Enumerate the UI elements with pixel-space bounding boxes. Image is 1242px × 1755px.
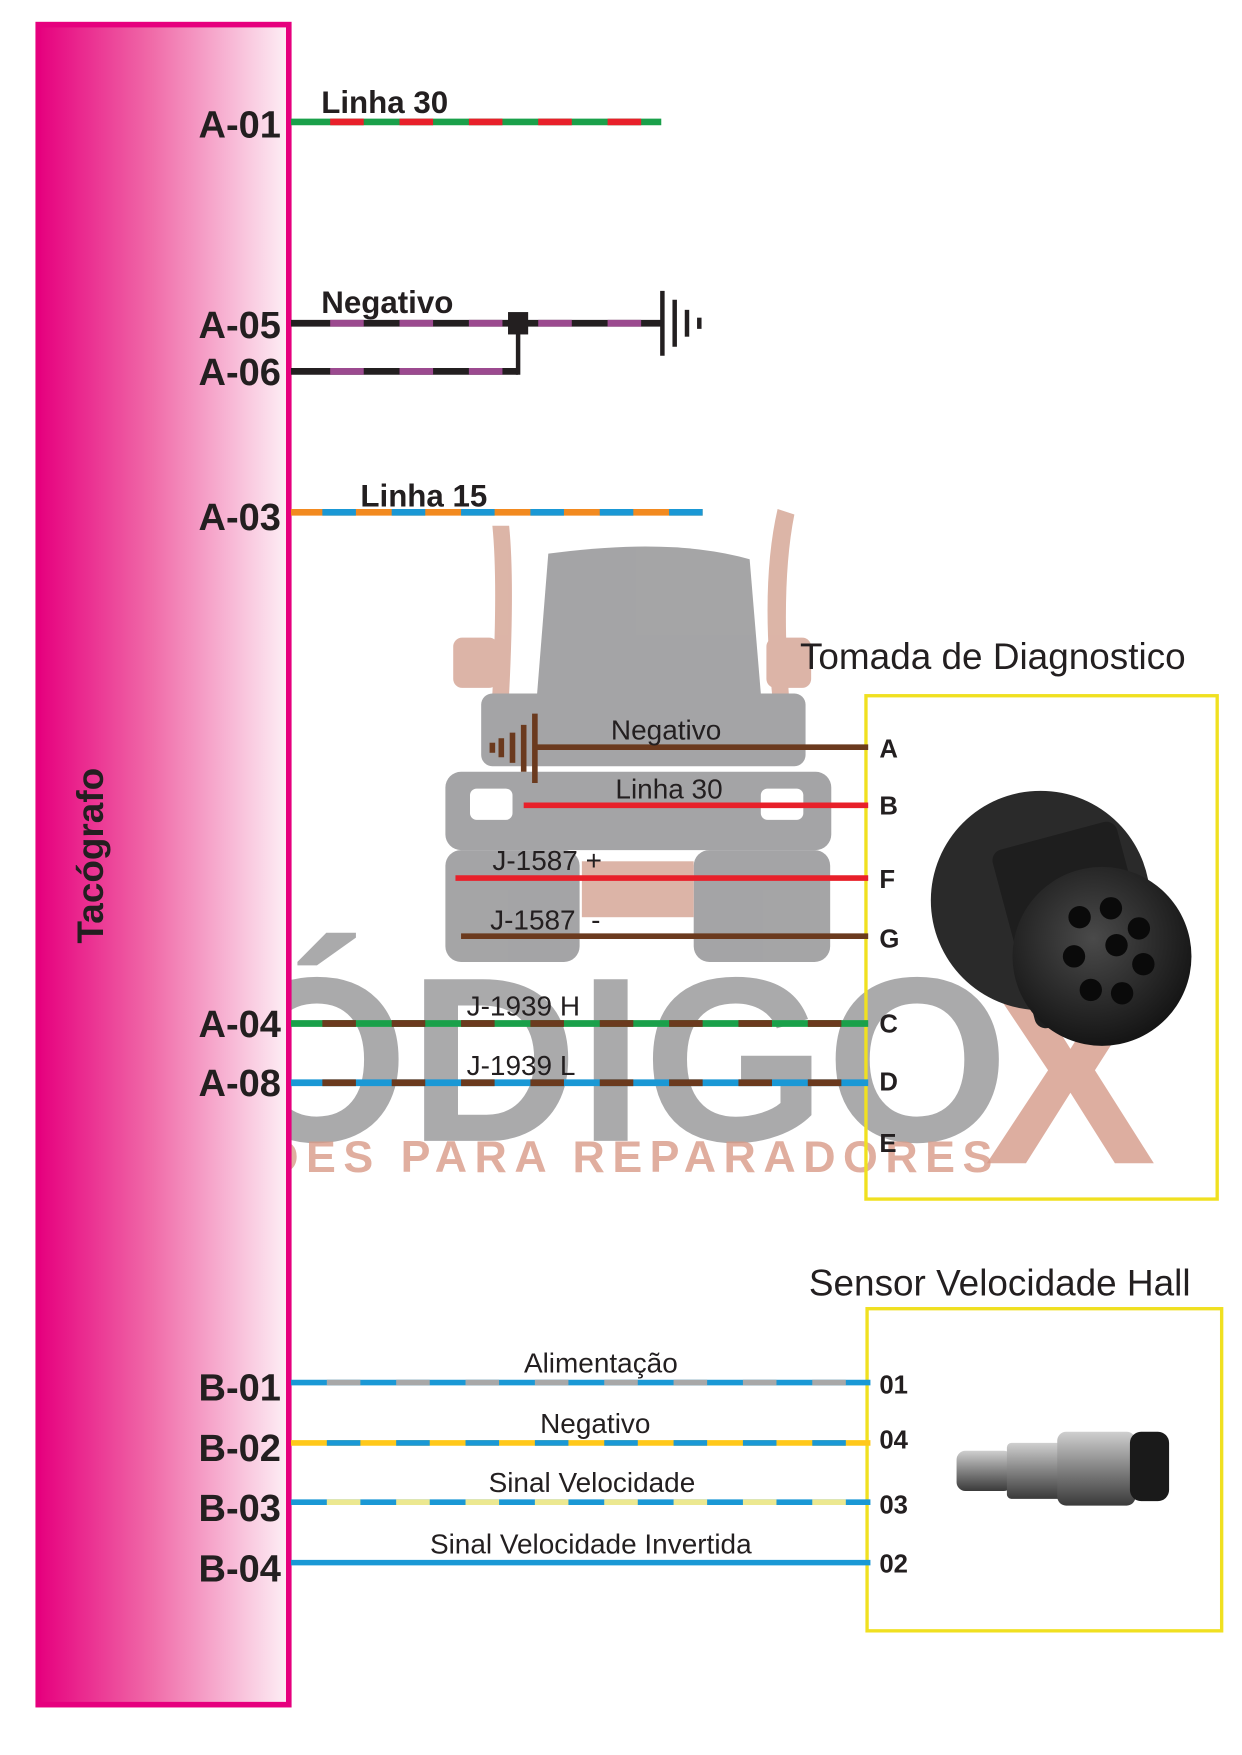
pin-label: A-04 [199,1004,281,1046]
wire-label: Sinal Velocidade [489,1467,696,1498]
pin-label: B-01 [199,1367,281,1409]
wire-label: Negativo [321,285,453,320]
terminal-label: 02 [879,1551,908,1579]
terminal-label: C [879,1010,898,1038]
terminal-label: B [879,792,898,820]
pin-label: B-03 [199,1488,281,1530]
diagnostic-title: Tomada de Diagnostico [800,636,1186,677]
wire-a01: A-01 Linha 30 [199,85,662,147]
pin-label: B-04 [199,1549,281,1591]
pin-label: A-06 [199,352,281,394]
wire-label: Linha 15 [360,479,487,514]
tachograph-block: Tacógrafo [35,21,292,1708]
ground-icon [660,290,702,356]
pin-label: B-02 [199,1428,281,1470]
wire-label: Alimentação [524,1347,678,1378]
junction-node [508,312,529,335]
wire-label: Negativo [540,1408,650,1439]
terminal-label: 03 [879,1491,908,1519]
pin-label: A-03 [199,497,281,539]
terminal-label: 01 [879,1372,908,1400]
terminal-label: F [879,866,895,894]
wire-a03: A-03 Linha 15 [199,479,703,539]
pin-label: A-08 [199,1063,281,1105]
wire-label: Linha 30 [615,774,722,805]
terminal-label: 04 [879,1427,908,1455]
speed-sensor: Sensor Velocidade Hall B-01 Alimentação … [199,1262,1224,1633]
sensor-title: Sensor Velocidade Hall [809,1262,1191,1303]
wire-label: J-1939 L [467,1050,576,1081]
terminal-label: G [879,925,899,953]
diagnostic-connector: Tomada de Diagnostico Negativo A Linha 3… [199,636,1219,1201]
device-title: Tacógrafo [70,768,111,944]
pin-label: A-05 [199,305,281,347]
diagnostic-connector-photo [930,790,1192,1046]
wire-label: J-1587 + [492,845,602,876]
speed-sensor-photo [956,1431,1170,1506]
terminal-label: A [879,735,898,763]
ground-icon [489,713,538,783]
wire-label: Linha 30 [321,85,448,120]
terminal-label: E [879,1130,896,1158]
wire-label: Sinal Velocidade Invertida [430,1529,752,1560]
terminal-label: D [879,1069,898,1097]
wire-label: J-1587 - [490,905,600,936]
wire-label: Negativo [611,714,721,745]
wire-label: J-1939 H [467,991,580,1022]
pin-label: A-01 [199,105,281,147]
wire-a05-a06: A-05 A-06 Negativo [199,285,702,394]
